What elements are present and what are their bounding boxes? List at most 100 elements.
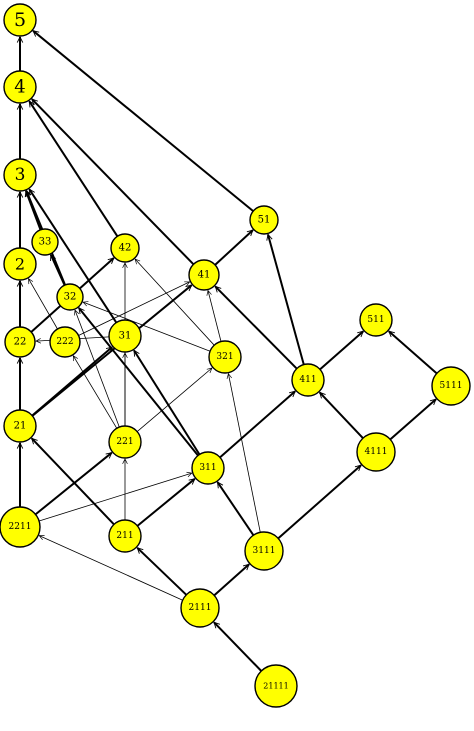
node-label: 4111 [365,447,388,457]
node-5111: 5111 [431,366,471,406]
edge-222-to-41 [78,282,190,336]
node-circle [244,531,284,571]
node-circle [4,326,36,358]
edge-41-to-4 [31,99,195,265]
node-circle [3,158,37,192]
edge-4111-to-5111 [389,398,436,441]
node-33: 33 [31,228,59,256]
edge-321-to-41 [208,291,222,342]
node-circle [431,366,471,406]
node-31: 31 [108,319,142,353]
edge-31-to-3 [28,189,118,324]
node-label: 321 [216,352,233,362]
node-label: 5 [14,9,26,31]
node-circle [56,283,84,311]
edge-2111-to-3111 [213,563,249,597]
edge-42-to-4 [28,101,119,237]
node-label: 2 [15,255,25,274]
node-511: 511 [359,303,393,337]
edge-311-to-411 [219,390,295,459]
edge-41-to-51 [214,229,253,266]
node-circle [31,228,59,256]
node-circle [3,3,37,37]
edge-321-to-32 [83,302,211,352]
edge-411-to-41 [215,286,298,370]
node-circle [249,205,279,235]
node-32: 32 [56,283,84,311]
edge-2111-to-2211 [39,536,183,601]
node-circle [108,519,142,553]
node-label: 311 [199,463,216,473]
edge-222-to-2 [29,279,58,330]
edge-3111-to-321 [228,374,261,533]
node-3111: 3111 [244,531,284,571]
node-label: 32 [64,292,77,303]
edge-211-to-21 [30,438,115,526]
node-circle [180,588,220,628]
node-label: 51 [258,215,271,226]
edge-21-to-31 [31,346,112,417]
node-222: 222 [49,326,81,358]
node-circle [356,432,396,472]
node-label: 3 [15,165,26,185]
node-circle [3,70,37,104]
node-label: 21 [14,421,27,432]
edge-3111-to-311 [216,482,255,536]
edge-221-to-32 [75,310,120,428]
node-circle [359,303,393,337]
node-211: 211 [108,519,142,553]
node-41: 41 [188,259,220,291]
node-label: 21111 [263,682,288,691]
node-label: 2111 [189,603,212,613]
node-label: 33 [39,237,52,248]
edge-221-to-321 [136,368,212,432]
node-411: 411 [291,363,325,397]
node-label: 4 [14,77,25,98]
node-label: 41 [198,270,211,281]
edge-311-to-31 [133,350,201,456]
node-label: 222 [56,337,73,347]
node-51: 51 [249,205,279,235]
node-circle [108,425,142,459]
edge-4111-to-411 [318,392,364,439]
node-label: 411 [299,375,316,385]
edge-311-to-32 [78,308,199,457]
node-311: 311 [191,451,225,485]
node-label: 211 [116,531,133,541]
node-circle [3,247,37,281]
node-circle [291,363,325,397]
node-21111: 21111 [254,664,298,708]
node-221: 221 [108,425,142,459]
node-2: 2 [3,247,37,281]
node-2211: 2211 [0,506,41,548]
node-3: 3 [3,158,37,192]
node-label: 22 [14,337,27,348]
node-circle [108,319,142,353]
edge-2211-to-221 [34,451,112,516]
node-label: 3111 [253,546,276,556]
edge-3111-to-4111 [277,464,361,540]
edge-32-to-33 [49,255,66,286]
node-circle [110,233,140,263]
node-21: 21 [3,409,37,443]
edge-211-to-311 [136,478,194,527]
node-circle [191,451,225,485]
edge-411-to-511 [319,330,363,371]
node-label: 2211 [9,522,32,532]
edge-5111-to-511 [389,330,438,375]
edge-2111-to-211 [137,547,187,596]
edge-321-to-42 [135,259,215,346]
node-circle [254,664,298,708]
node-4: 4 [3,70,37,104]
node-circle [208,340,242,374]
node-label: 511 [367,315,384,325]
node-321: 321 [208,340,242,374]
node-2111: 2111 [180,588,220,628]
node-5: 5 [3,3,37,37]
node-label: 31 [119,331,132,342]
node-label: 5111 [440,381,463,391]
node-label: 42 [119,243,132,254]
node-circle [49,326,81,358]
node-4111: 4111 [356,432,396,472]
